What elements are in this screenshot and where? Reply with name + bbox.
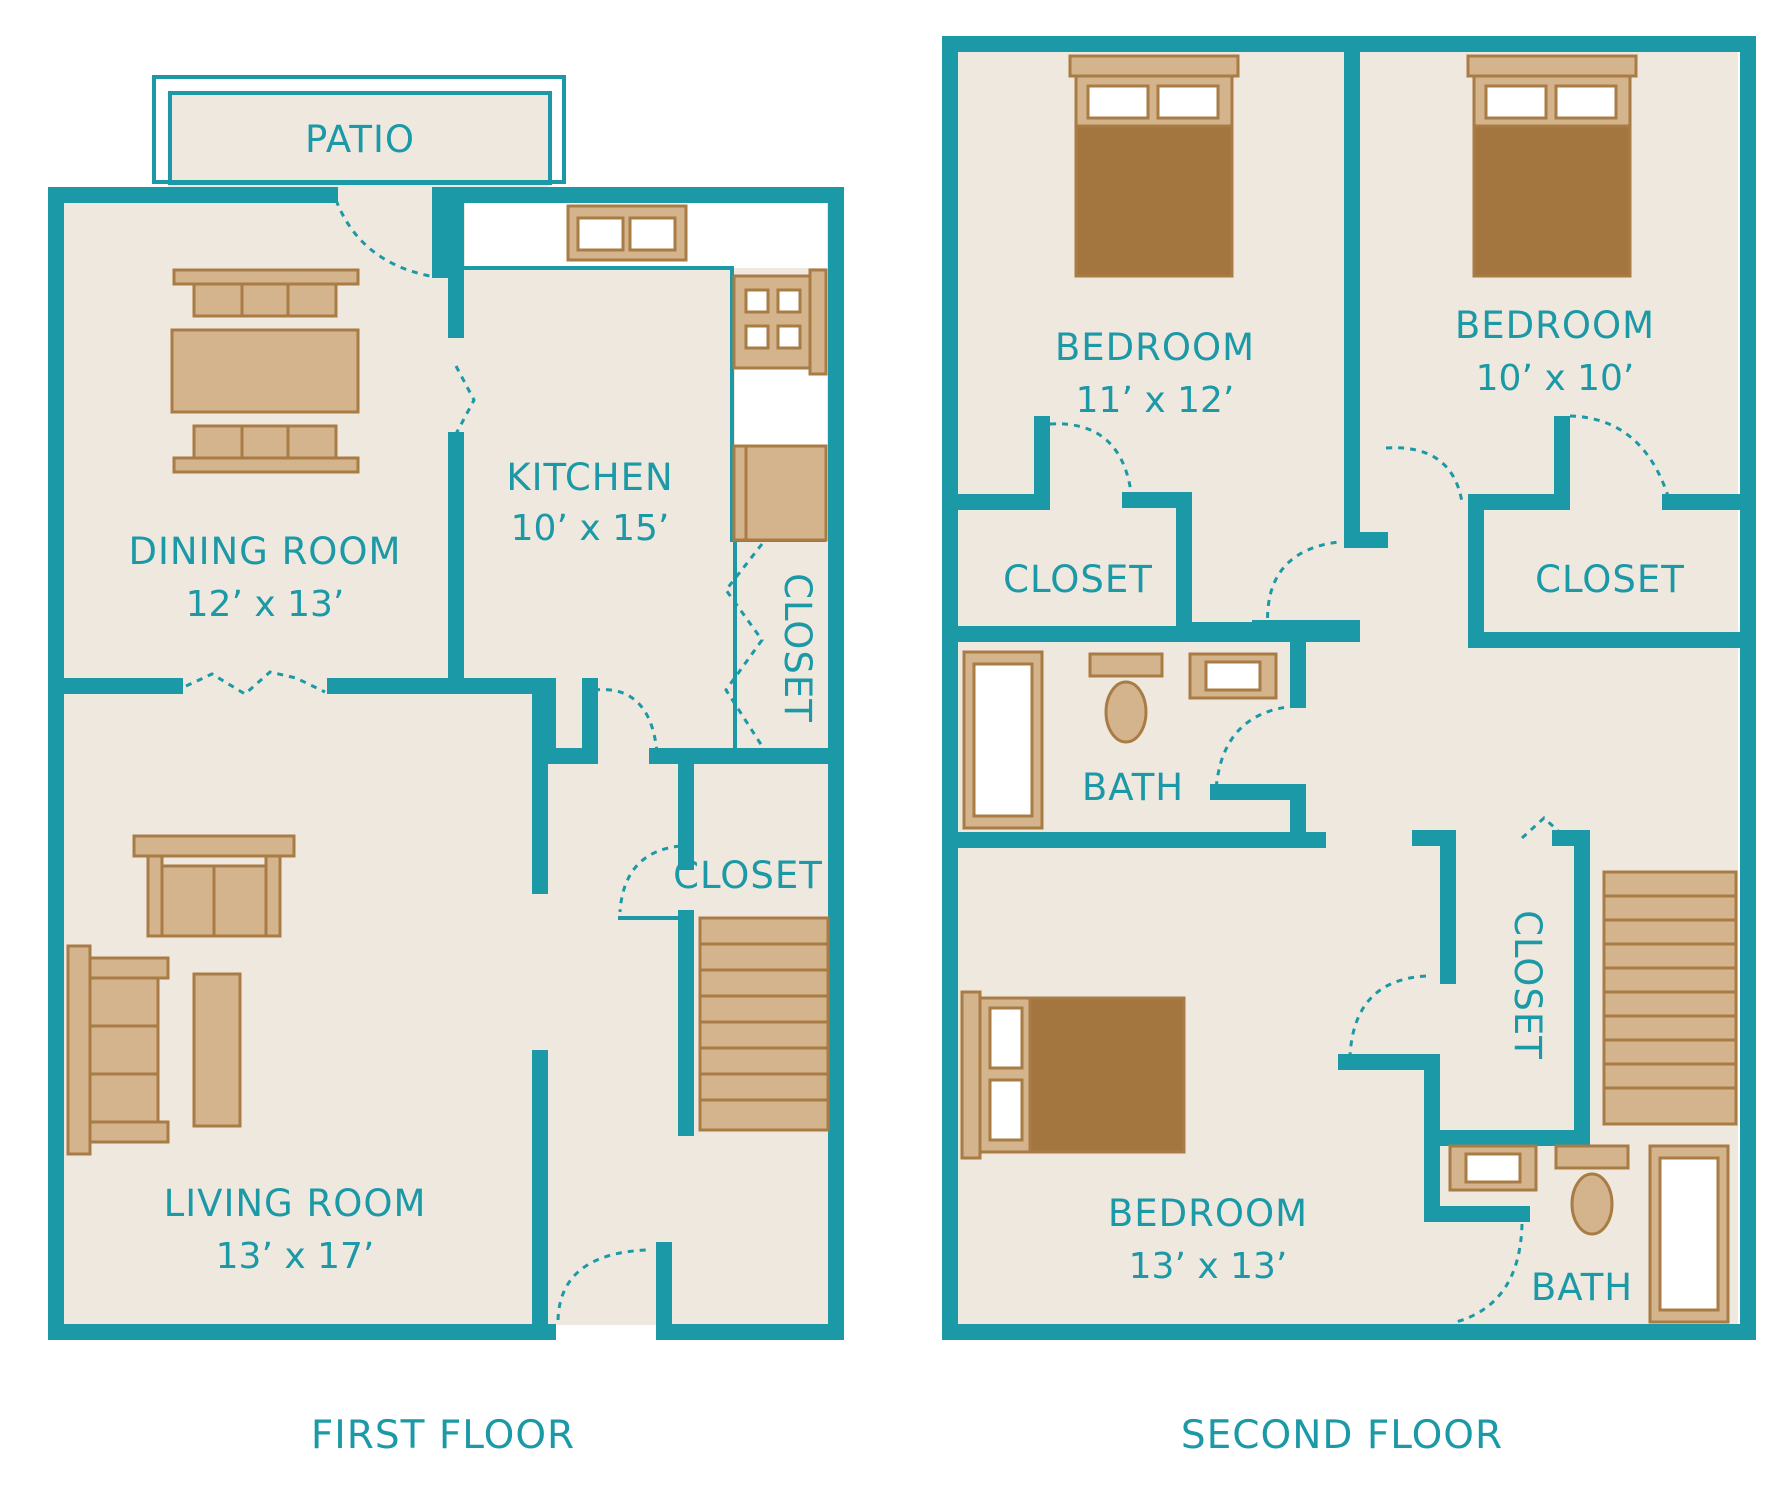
second-floor-walls (942, 36, 1756, 1340)
bath1-label: BATH (1082, 766, 1184, 809)
bathtub-icon-bath2 (1648, 1144, 1730, 1324)
refrigerator-icon (732, 444, 828, 542)
kitchen-closet-bifold-door[interactable] (724, 543, 764, 747)
bed-icon-bedroom2 (1466, 54, 1638, 278)
first-floor-stairs (698, 916, 830, 1132)
living-room-label: LIVING ROOM (164, 1182, 427, 1225)
hall-closet-door[interactable] (618, 844, 681, 913)
coffee-table-icon (192, 972, 242, 1128)
bedroom2-dims: 10’ x 10’ (1476, 358, 1635, 399)
patio-railing-inner (168, 91, 552, 185)
patio-label: PATIO (305, 118, 415, 161)
closet1-label: CLOSET (1003, 558, 1153, 601)
first-floor: PATIO DINING ROOM 12’ x 13’ KITCHEN 10’ … (48, 75, 844, 1458)
dining-kitchen-door[interactable] (454, 365, 476, 435)
bathtub-icon-bath1 (962, 650, 1044, 830)
front-door[interactable] (556, 1248, 647, 1321)
dining-bifold-door[interactable] (185, 670, 326, 696)
toilet-icon-bath1 (1088, 652, 1164, 744)
closet2-label: CLOSET (1535, 558, 1685, 601)
dining-table-icon (170, 268, 360, 474)
hall-closet-label: CLOSET (1506, 910, 1549, 1060)
bedroom3-label: BEDROOM (1108, 1192, 1308, 1235)
bed-icon-bedroom3 (960, 990, 1186, 1160)
first-floor-title: FIRST FLOOR (311, 1413, 575, 1458)
bedroom3-door[interactable] (1348, 974, 1427, 1057)
kitchen-sink-icon (566, 204, 688, 262)
bedroom1-dims: 11’ x 12’ (1076, 380, 1235, 421)
first-floor-walls (48, 187, 844, 1340)
sofa-icon (66, 944, 170, 1156)
living-room-dims: 13’ x 17’ (216, 1236, 375, 1277)
bath2-door[interactable] (1455, 1223, 1524, 1324)
kitchen-dims: 10’ x 15’ (511, 508, 670, 549)
hall-closet-label: CLOSET (673, 854, 823, 897)
bedroom1-door[interactable] (1266, 540, 1339, 631)
sink-icon-bath1 (1188, 652, 1278, 700)
stove-icon (732, 268, 828, 376)
kitchen-closet-label: CLOSET (776, 573, 819, 723)
bedroom2-closet-door[interactable] (1569, 414, 1670, 497)
sink-icon-bath2 (1448, 1144, 1538, 1192)
bed-icon-bedroom1 (1068, 54, 1240, 278)
toilet-icon-bath2 (1554, 1144, 1630, 1236)
patio-door[interactable] (334, 199, 431, 278)
bedroom1-label: BEDROOM (1055, 326, 1255, 369)
bedroom2-door[interactable] (1385, 446, 1464, 503)
bath1-door[interactable] (1214, 704, 1297, 791)
dining-room-label: DINING ROOM (129, 530, 402, 573)
second-floor: BEDROOM 11’ x 12’ BEDROOM 10’ x 10’ CLOS… (942, 36, 1756, 1458)
patio-area (168, 92, 548, 196)
bedroom1-closet-door[interactable] (1049, 422, 1134, 501)
kitchen-label: KITCHEN (506, 456, 673, 499)
armchair-icon (132, 834, 296, 938)
bath2-label: BATH (1531, 1266, 1633, 1309)
bedroom3-dims: 13’ x 13’ (1129, 1246, 1288, 1287)
dining-room-dims: 12’ x 13’ (186, 584, 345, 625)
second-floor-title: SECOND FLOOR (1181, 1413, 1503, 1458)
second-floor-stairs (1602, 870, 1738, 1126)
kitchen-hall-door[interactable] (593, 688, 659, 753)
hall-closet-door[interactable] (1520, 815, 1568, 840)
bedroom2-label: BEDROOM (1455, 304, 1655, 347)
